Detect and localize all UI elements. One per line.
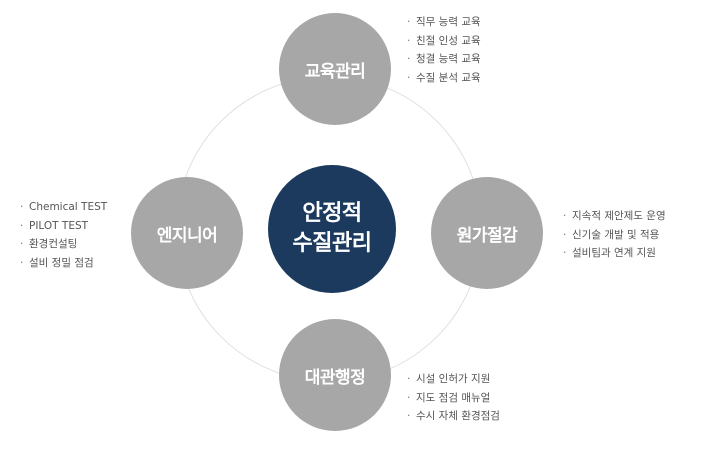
cost-reduction-item-list: 지속적 제안제도 운영 신기술 개발 및 적용 설비팀과 연계 지원 [563, 207, 666, 263]
list-item: 수질 분석 교육 [407, 69, 481, 88]
education-item-list: 직무 능력 교육 친절 인성 교육 청결 능력 교육 수질 분석 교육 [407, 13, 481, 87]
node-administration-label: 대관행정 [304, 367, 366, 388]
list-item: 청결 능력 교육 [407, 50, 481, 69]
node-education-management-label: 교육관리 [304, 61, 366, 82]
node-engineer: 엔지니어 [131, 177, 243, 289]
list-item: 직무 능력 교육 [407, 13, 481, 32]
center-node: 안정적 수질관리 [268, 165, 396, 293]
list-item: 신기술 개발 및 적용 [563, 226, 666, 245]
node-administration: 대관행정 [279, 319, 391, 431]
list-item: 설비팀과 연계 지원 [563, 244, 666, 263]
list-item: 지속적 제안제도 운영 [563, 207, 666, 226]
list-item: 친절 인성 교육 [407, 32, 481, 51]
list-item: 환경컨설팅 [20, 235, 107, 254]
node-cost-reduction: 원가절감 [431, 177, 543, 289]
engineer-item-list: Chemical TEST PILOT TEST 환경컨설팅 설비 정밀 점검 [20, 198, 107, 272]
list-item: 지도 점검 매뉴얼 [407, 389, 500, 408]
list-item: Chemical TEST [20, 198, 107, 217]
list-item: 수시 자체 환경점검 [407, 407, 500, 426]
list-item: 시설 인허가 지원 [407, 370, 500, 389]
node-education-management: 교육관리 [279, 13, 391, 125]
list-item: PILOT TEST [20, 217, 107, 236]
center-title-line2: 수질관리 [292, 231, 372, 256]
administration-item-list: 시설 인허가 지원 지도 점검 매뉴얼 수시 자체 환경점검 [407, 370, 500, 426]
node-engineer-label: 엔지니어 [156, 225, 218, 246]
center-title-line1: 안정적 [302, 201, 362, 226]
node-cost-reduction-label: 원가절감 [456, 225, 518, 246]
list-item: 설비 정밀 점검 [20, 254, 107, 273]
